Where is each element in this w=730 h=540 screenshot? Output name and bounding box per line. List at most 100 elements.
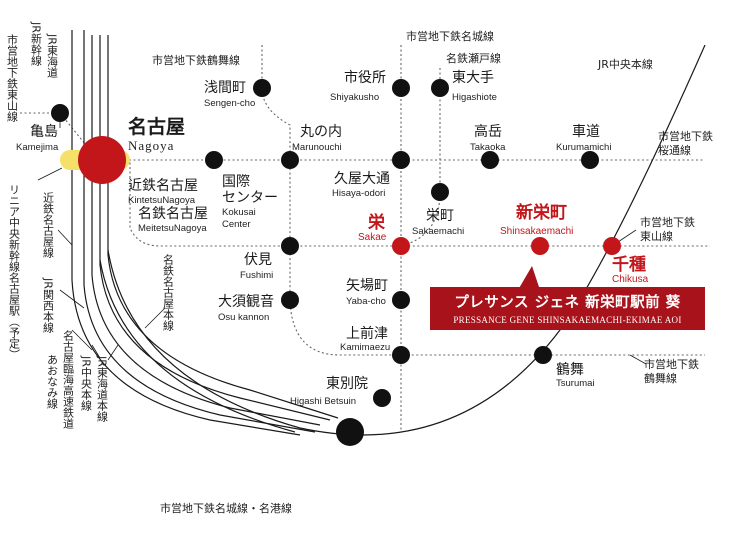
label-kamejima-jp: 亀島 [30,124,58,140]
label-tsurumai-jp: 鶴舞 [556,361,584,378]
trunk-line-3 [91,35,321,426]
label-shiyakusho-en: Shiyakusho [330,92,379,103]
label-nagoya-jp: 名古屋 [128,115,185,138]
line-v-kintetsu: 近鉄名古屋線 [42,192,55,258]
label-shinsakaemachi-en: Shinsakaemachi [500,226,573,237]
line-v-jr-chuo: JR中央本線 [80,355,93,411]
line-v-shinkansen: JR新幹線 [30,21,43,66]
label-sakaemachi-en: Sakaemachi [412,226,464,237]
line-v-kansai: JR関西本線 [42,277,55,333]
station-dot-shiyakusho [392,79,410,97]
label-kamimaezu-en: Kamimaezu [340,342,390,353]
leader-jrchuo [91,344,101,359]
label-shinsakaemachi-jp: 新栄町 [516,202,567,223]
station-dot-kamejima [51,104,69,122]
leader-kintetsu [57,229,73,246]
line-meijo-meiko-bottom: 市営地下鉄名城線・名港線 [160,501,292,515]
line-higashiyama-1: 市営地下鉄 [640,215,695,229]
label-takaoka-jp: 高岳 [474,123,502,140]
label-shiyakusho-jp: 市役所 [344,69,386,86]
station-dot-kurumamichi [581,151,599,169]
station-dots [51,79,621,446]
line-v-aonami-1: 名古屋臨海高速鉄道 [62,329,75,429]
property-label: プレサンス ジェネ 新栄町駅前 葵 PRESSANCE GENE SHINSAK… [430,287,705,330]
line-tsurumai-right-1: 市営地下鉄 [644,357,699,371]
label-kamimaezu-jp: 上前津 [346,325,388,342]
trunk-line-1 [71,30,301,436]
label-kokusai-en1: Kokusai [222,207,256,218]
line-v-linear: リニア中央新幹線名古屋駅（予定） [8,184,21,360]
label-yabacho-en: Yaba-cho [346,296,386,307]
label-sengencho-en: Sengen-cho [204,98,255,109]
station-dot-takaoka [481,151,499,169]
label-meitetsu-en: MeitetsuNagoya [138,223,207,234]
line-v-aonami-2: あおなみ線 [46,354,59,409]
line-meitetsu-seto: 名鉄瀬戸線 [446,51,501,65]
trunk-line-2 [83,30,316,433]
leader-kansai [59,289,85,309]
line-jr-chuo-top: JR中央本線 [597,57,653,71]
property-name-jp: プレサンス ジェネ 新栄町駅前 葵 [454,294,681,311]
leader-meitetsu [144,307,166,329]
trunk-line-5 [107,35,339,419]
station-labels: 亀島 Kamejima 名古屋 Nagoya 浅間町 Sengen-cho 丸の… [16,69,649,407]
leader-tokaido [107,344,119,361]
label-marunouchi-en: Marunouchi [292,142,342,153]
jr-chuo-line-2 [99,259,296,433]
station-dot-kamimaezu [392,346,410,364]
jr-chuo-line [107,44,706,436]
label-sengencho-jp: 浅間町 [204,80,246,96]
station-dot-sakaemachi [431,183,449,201]
line-meijo-top: 市営地下鉄名城線 [406,29,494,43]
station-dot-fushimi [281,237,299,255]
label-kokusai-jp1: 国際 [222,174,250,190]
line-v-meitetsu-honsen: 名鉄名古屋本線 [162,253,175,331]
station-dot-sakae [392,237,410,255]
label-higashiote-en: Higashiote [452,92,497,103]
leader-aonami [71,329,93,351]
label-kokusai-en2: Center [222,219,251,230]
line-sakuradori-2: 桜通線 [658,143,691,157]
label-takaoka-en: Takaoka [470,142,506,153]
label-meitetsu-jp: 名鉄名古屋 [138,206,208,222]
label-yabacho-jp: 矢場町 [346,278,388,294]
label-tsurumai-en: Tsurumai [556,378,595,389]
label-kamejima-en: Kamejima [16,142,59,153]
label-nagoya-en: Nagoya [128,138,174,153]
station-dot-chikusa [603,237,621,255]
station-dot-hisayaodori [392,151,410,169]
trunk-line-4 [99,35,331,421]
leader-linear [37,167,63,181]
label-chikusa-en: Chikusa [612,274,649,285]
leader-tsurumai-line [629,354,647,365]
label-sakae-jp: 栄 [367,212,386,233]
station-dot-kanayama [336,418,364,446]
station-dot-marunouchi [281,151,299,169]
label-kurumamichi-en: Kurumamichi [556,142,611,153]
station-dot-osukannon [281,291,299,309]
line-v-higashiyama: 市営地下鉄東山線 [6,33,19,122]
label-fushimi-jp: 伏見 [244,252,272,268]
station-dot-higashiote [431,79,449,97]
station-dot-higashibetsuin [373,389,391,407]
label-marunouchi-jp: 丸の内 [300,124,342,140]
label-higashibetsuin-en: Higashi Betsuin [290,396,356,407]
line-sakuradori-1: 市営地下鉄 [658,129,713,143]
station-dot-tsurumai [534,346,552,364]
station-dot-sengencho [253,79,271,97]
label-sakaemachi-jp: 栄町 [426,208,454,224]
meitetsu-seto-line [400,68,441,247]
label-higashiote-jp: 東大手 [452,70,494,86]
station-dot-nagoya [78,136,126,184]
higashiyama-line [20,112,710,247]
line-higashiyama-2: 東山線 [640,229,673,243]
line-v-tokaido-top: JR東海道 [46,33,59,78]
station-dot-yabacho [392,291,410,309]
label-osukannon-jp: 大須観音 [218,293,274,310]
label-fushimi-en: Fushimi [240,270,273,281]
label-chikusa-jp: 千種 [612,254,646,275]
label-osukannon-en: Osu kannon [218,312,269,323]
label-kintetsu-en: KintetsuNagoya [128,195,196,206]
station-dot-kokusai [205,151,223,169]
